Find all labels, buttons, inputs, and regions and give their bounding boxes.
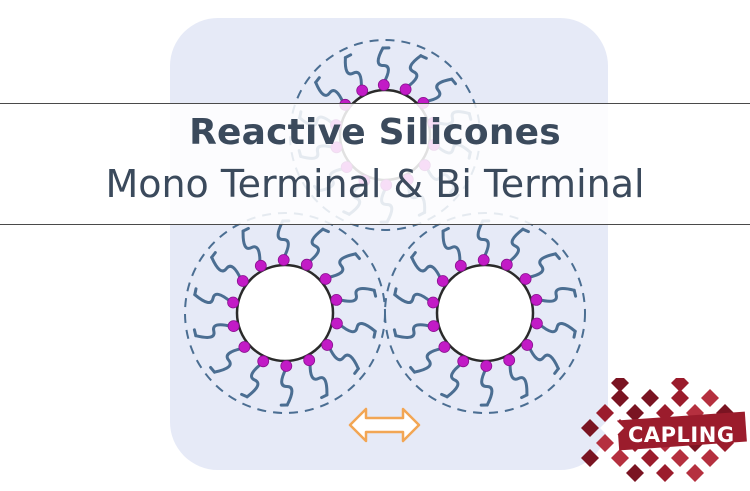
double-arrow-icon — [348, 407, 421, 443]
particle-left — [184, 212, 386, 414]
page-subtitle: Mono Terminal & Bi Terminal — [105, 162, 645, 206]
page-title: Reactive Silicones — [189, 112, 561, 153]
capling-logo-icon — [581, 378, 747, 482]
title-banner — [0, 103, 750, 225]
logo-text: CAPLING — [628, 423, 735, 447]
